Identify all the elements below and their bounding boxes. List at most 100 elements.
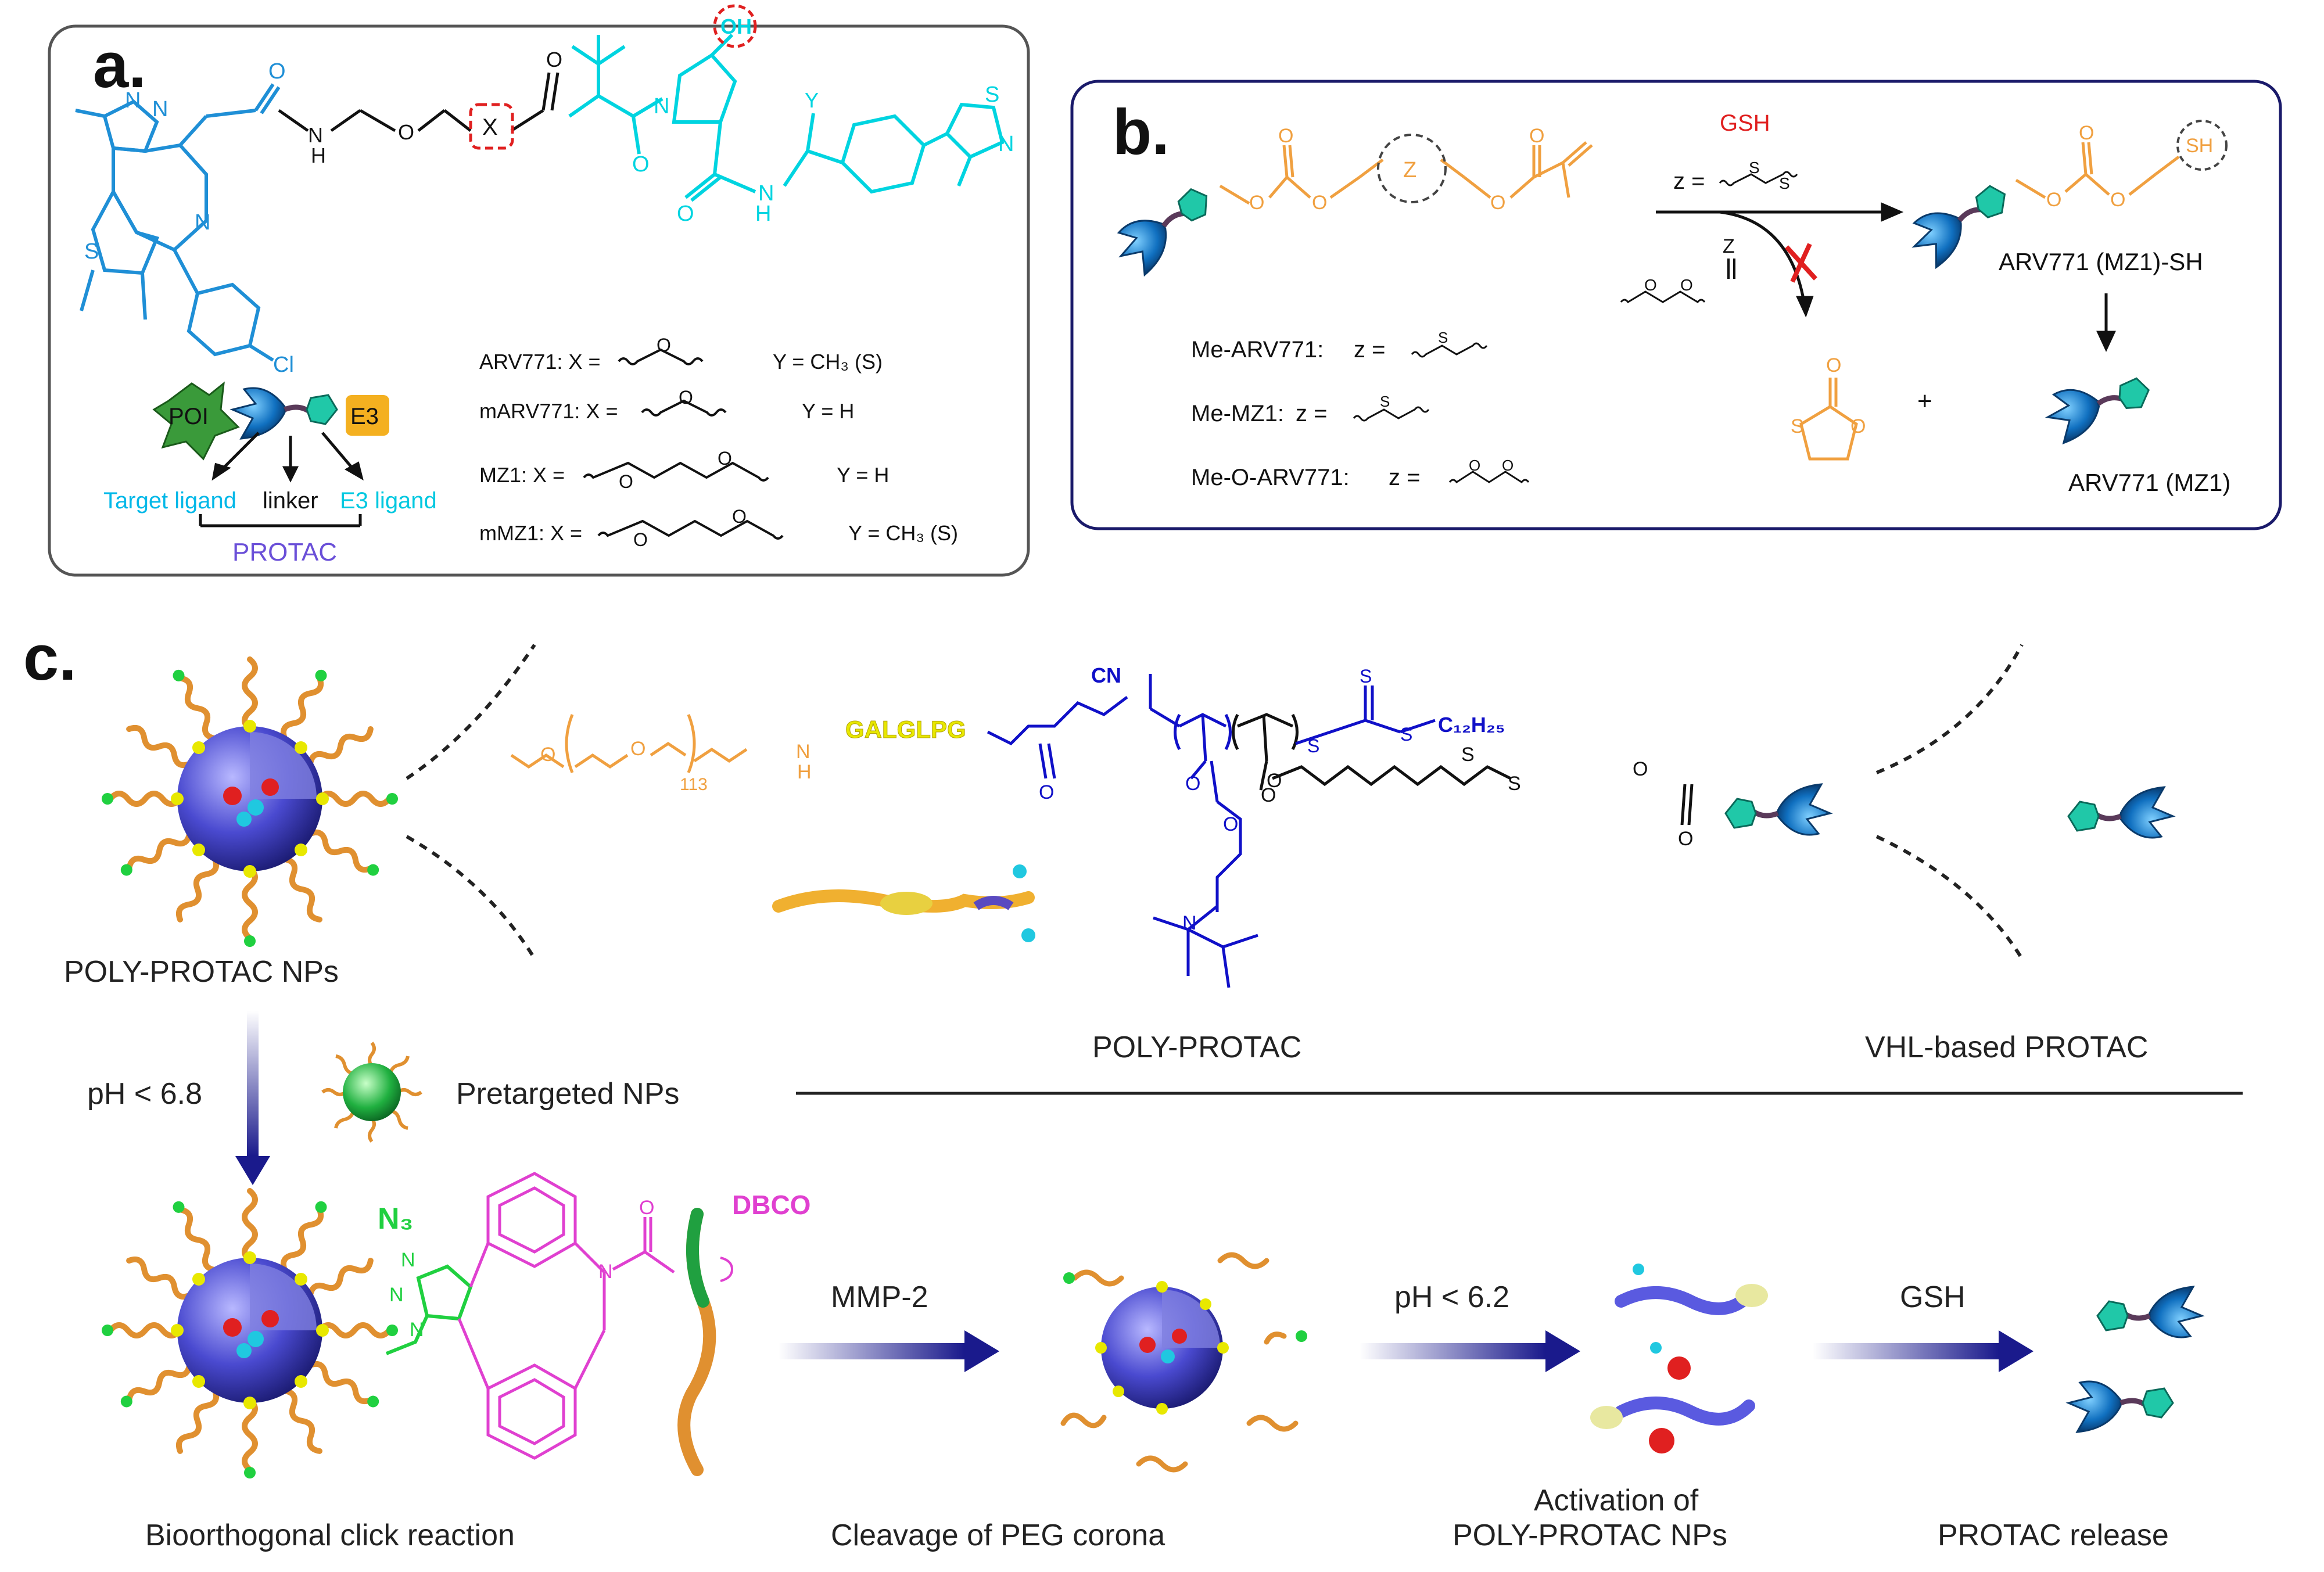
acetal-drawing [1448,471,1530,484]
atom-o: O [1278,125,1293,147]
atom-o: O [1469,457,1480,474]
blocked-mark [1785,243,1817,283]
np-cutaway [250,732,317,799]
atom-n: N [410,1319,424,1341]
disulfide-drawing [1353,406,1430,422]
vhl-protac-label: VHL-based PROTAC [1865,1031,2148,1064]
atom-o: O [1850,415,1866,437]
variant-name: mARV771: X = [479,399,618,423]
ph62-arrow-shaft [1360,1343,1545,1359]
z-label: Z [1403,158,1416,182]
variant-y: Y = H [837,463,889,487]
variant-name: ARV771: X = [479,350,600,374]
b-variant-name: Me-MZ1: [1191,401,1284,426]
ph68-label: pH < 6.8 [87,1077,202,1111]
np-cutaway [250,1264,317,1330]
ph68-arrow-shaft [247,1011,259,1156]
panel-b-frame [1070,80,2282,530]
atom-o: O [1502,457,1514,474]
step4-label: PROTAC release [1938,1519,2169,1552]
atom-o: O [732,506,747,527]
linker-label: linker [263,488,318,514]
atom-o: O [2046,189,2061,211]
atom-o: O [1039,781,1054,803]
atom-o: O [639,1197,654,1219]
polymer-block-icon [973,896,1014,910]
b-variant-z: z = [1354,337,1385,363]
atom-o: O [2079,122,2094,144]
atom-o: O [1826,354,1841,376]
b-variant-name: Me-ARV771: [1191,337,1324,363]
atom-o: O [1680,276,1693,294]
e3-shape [346,395,389,436]
b-variant-z: z = [1389,465,1420,490]
gsh-arrow-head [1999,1330,2033,1372]
b-variant-z: z = [1296,401,1327,426]
atom-o: O [268,59,286,84]
atom-n: N [598,1261,613,1283]
poi-label: POI [168,404,209,429]
mmp2-label: MMP-2 [831,1280,928,1314]
pretargeted-label: Pretargeted NPs [456,1077,679,1111]
panel-c-label: c. [23,622,77,694]
acetal-drawing [1620,290,1706,303]
poly-protac-label: POLY-PROTAC [1092,1031,1301,1064]
atom-s: S [1461,744,1475,766]
step1-label: Bioorthogonal click reaction [145,1519,515,1552]
step3-line2: POLY-PROTAC NPs [1452,1519,1727,1552]
down-arrow [2096,293,2116,352]
variant-y: Y = CH₃ (S) [848,521,958,545]
atom-o: O [2110,189,2125,211]
variant-y: Y = H [802,399,854,423]
variant-linker-drawing [597,519,784,540]
variant-list: ARV771: X = O Y = CH₃ (S) mARV771: X = O… [479,335,958,550]
reaction-arrow [1656,202,1904,318]
atom-o: O [540,744,555,766]
atom-s: S [1508,773,1521,795]
atom-s: S [1400,724,1412,745]
panel-c: c. [23,622,2243,1552]
free-peg-strands [1060,1252,1299,1473]
thiocarbonate-structure [1799,378,1858,461]
atom-s: S [1360,666,1372,687]
activated-polymers [1590,1264,1768,1453]
released-protac-icon [2068,1381,2173,1432]
atom-o: O [1261,784,1276,806]
atom-y: Y [805,88,819,112]
panel-b-label: b. [1113,96,1170,168]
cn-label: CN [1091,663,1121,687]
atom-s: S [1380,393,1390,410]
atom-h: H [797,761,812,783]
atom-o: O [1678,828,1693,850]
atom-n: N [401,1249,415,1271]
poly-protac-nps-label: POLY-PROTAC NPs [64,955,339,989]
atom-o: O [632,152,650,177]
variant-name: MZ1: X = [479,463,565,487]
ph68-arrow-head [235,1156,270,1185]
protac-arrows [199,432,364,527]
atom-s: S [1307,735,1319,756]
sh-highlight [2176,120,2228,171]
peg-corona [102,659,398,947]
atom-o: O [718,448,732,469]
product-sh-label: ARV771 (MZ1)-SH [1999,248,2203,275]
atom-o: O [546,48,562,71]
atom-n: N [125,88,141,113]
atom-o: O [1490,192,1505,214]
atom-n: N [389,1284,404,1306]
ph62-arrow-head [1545,1330,1580,1372]
np-surface-dots [171,720,329,878]
variant-linker-drawing [583,461,769,482]
z-highlight [1377,134,1447,203]
peg-n: 113 [680,775,708,794]
b-variant-name: Me-O-ARV771: [1191,465,1350,490]
panel-a-label: a. [93,30,146,101]
z-label-small: Z [1723,235,1735,257]
atom-s: S [1438,329,1448,346]
e3-ligand-structure [568,33,1005,202]
atom-o: O [633,529,648,550]
atom-s: S [1791,415,1804,437]
atom-s: S [1749,159,1760,177]
pretargeted-np [321,1042,422,1143]
dbco-mark [720,1257,734,1282]
